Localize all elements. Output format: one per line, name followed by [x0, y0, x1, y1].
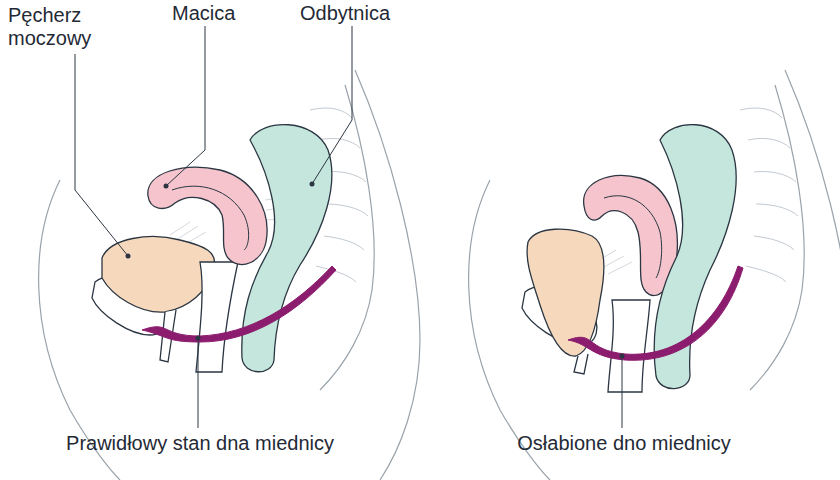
- part-label: Macica: [172, 2, 262, 25]
- part-label: Osłabione dno miednicy: [484, 432, 764, 455]
- part-label: Odbytnica: [300, 2, 420, 25]
- part-label: Prawidłowy stan dna miednicy: [60, 432, 340, 455]
- leader-lines: [75, 26, 622, 428]
- part-label: Pęcherz moczowy: [8, 4, 118, 50]
